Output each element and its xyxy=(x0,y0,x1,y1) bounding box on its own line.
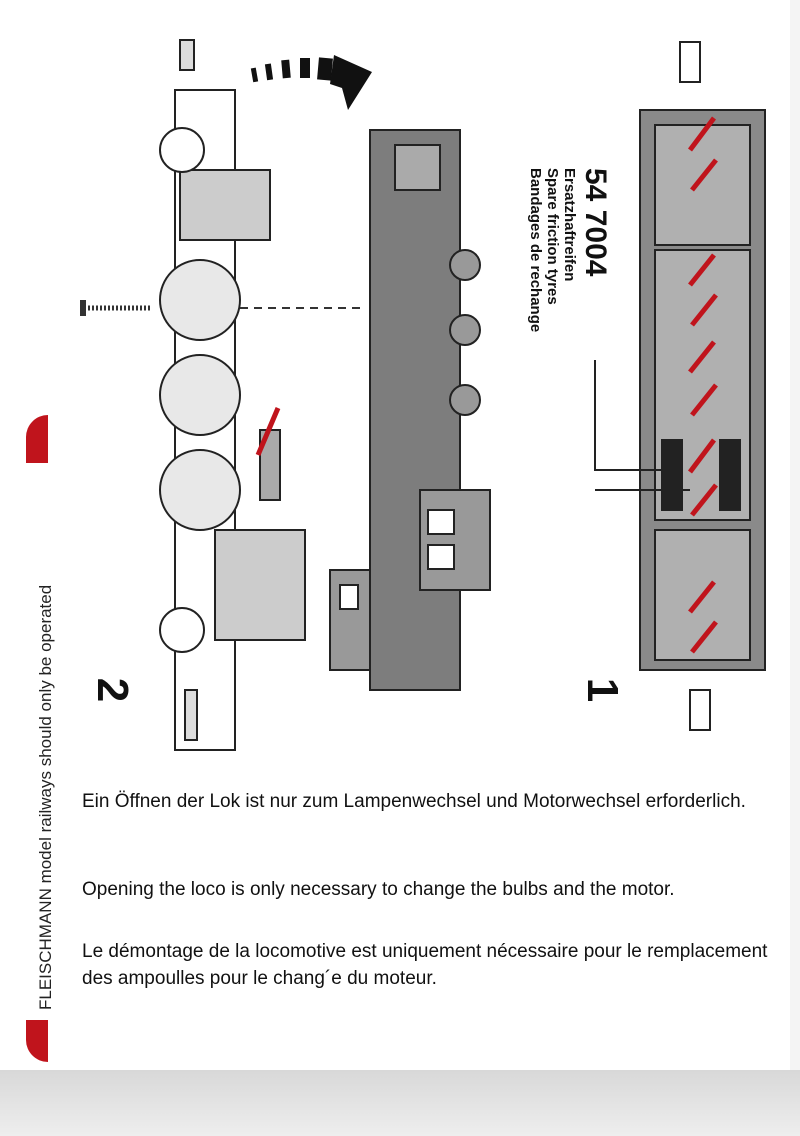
loco-body-drawing xyxy=(329,129,491,691)
leader-line xyxy=(594,360,690,491)
part-label-en: Spare friction tyres xyxy=(544,168,561,305)
paragraph-fr: Le démontage de la locomotive est unique… xyxy=(82,941,768,989)
screw-icon xyxy=(80,300,360,316)
red-arrow-icon xyxy=(255,407,281,456)
figure-number-1: 1 xyxy=(578,677,628,703)
loco-chassis-drawing xyxy=(159,39,306,751)
red-edge-mark xyxy=(26,1020,48,1062)
paragraph-de: Ein Öffnen der Lok ist nur zum Lampenwec… xyxy=(82,791,746,812)
part-number-label: 54 7004 Ersatzhaftreifen Spare friction … xyxy=(527,168,612,332)
figure-number-2: 2 xyxy=(88,677,138,703)
rotate-arrow-icon xyxy=(250,55,372,110)
loco-underside-drawing xyxy=(639,41,766,731)
paragraph-en: Opening the loco is only necessary to ch… xyxy=(82,879,675,900)
page-shadow xyxy=(0,1070,800,1136)
part-label-fr: Bandages de rechange xyxy=(527,168,544,333)
red-edge-mark xyxy=(26,415,48,463)
part-label-de: Ersatzhaftreifen xyxy=(561,168,578,282)
red-arrow-icon xyxy=(688,116,718,654)
part-number: 54 7004 xyxy=(579,168,612,277)
